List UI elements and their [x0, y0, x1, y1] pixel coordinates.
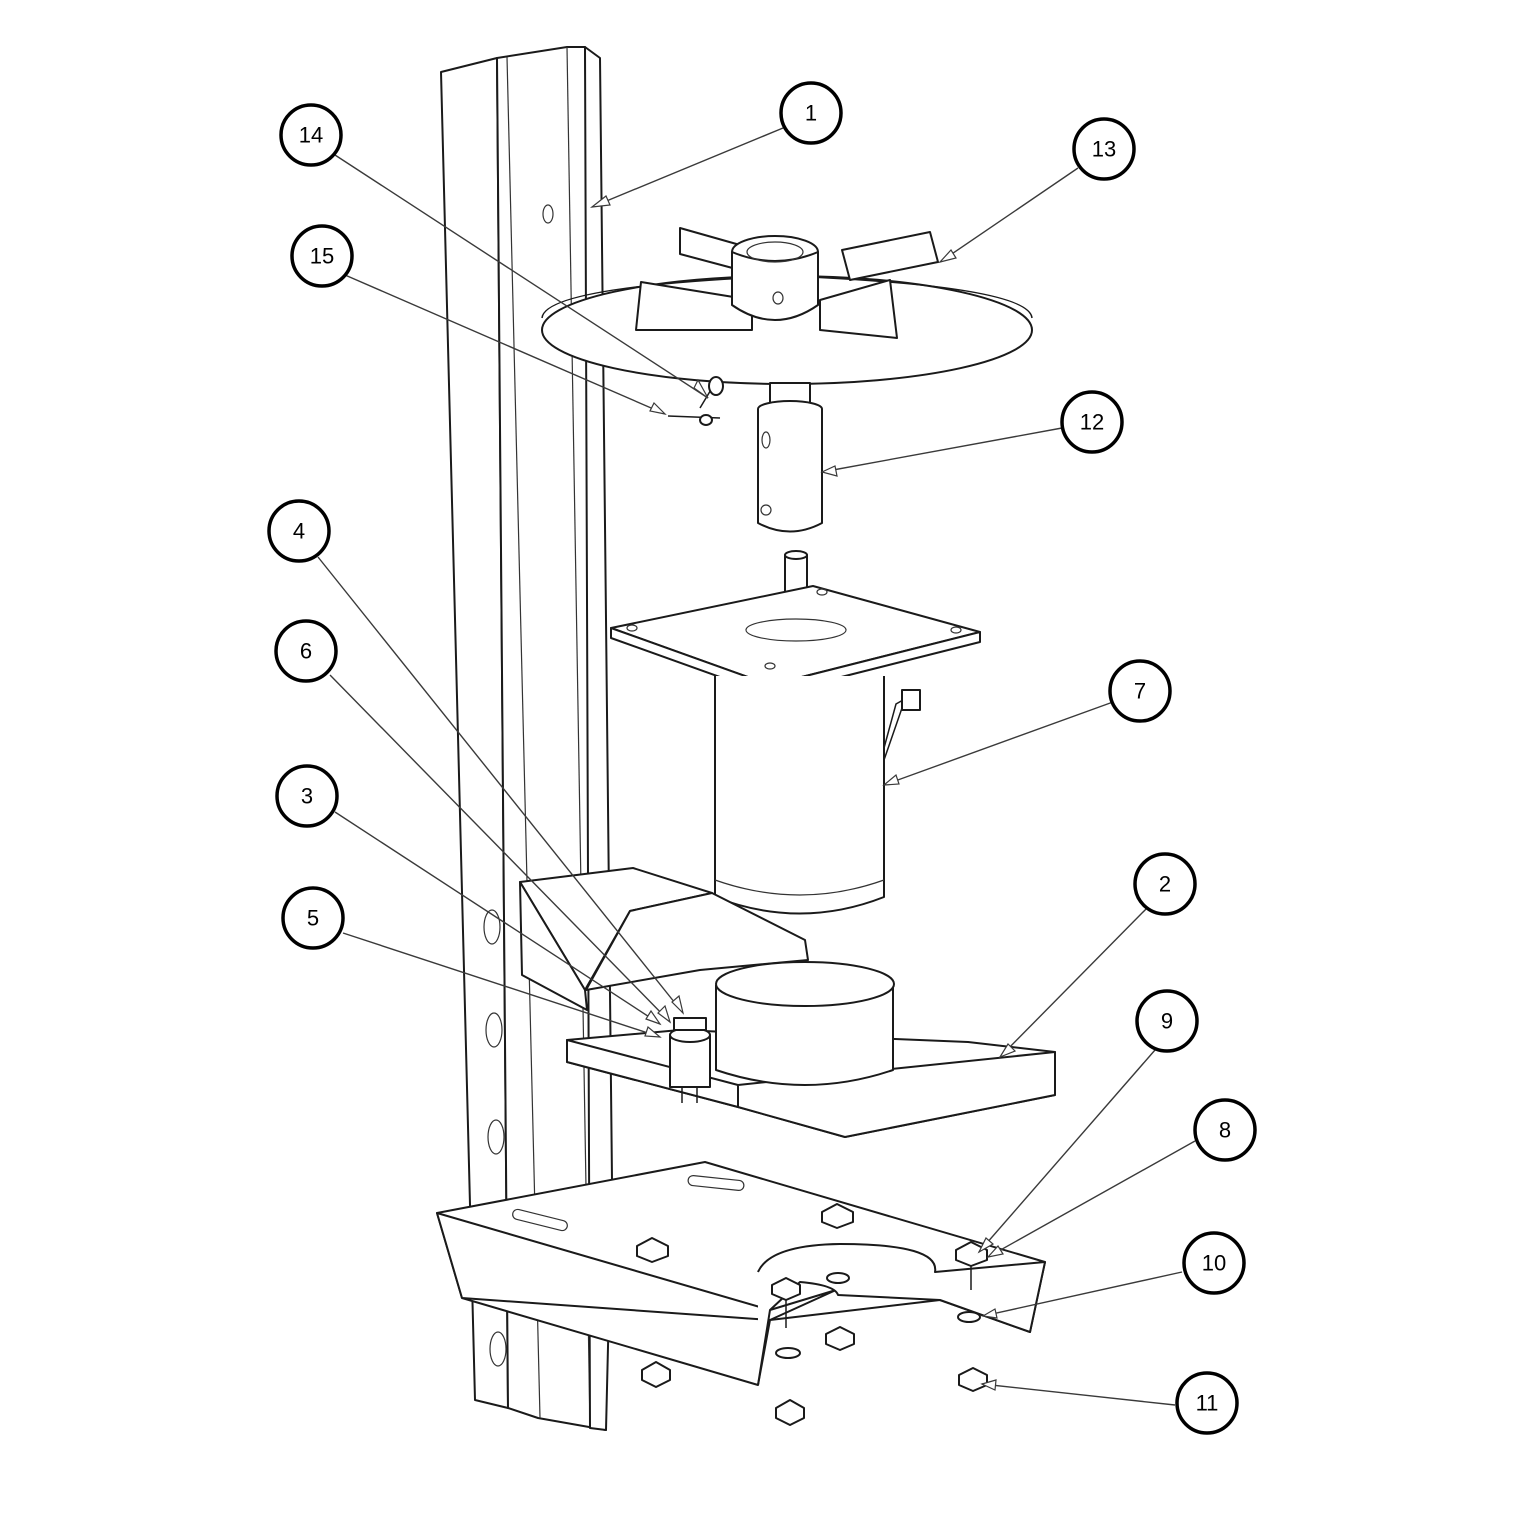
- callout-5-label: 5: [307, 906, 319, 931]
- callout-6-label: 6: [300, 639, 312, 664]
- callout-9-label: 9: [1161, 1009, 1173, 1034]
- callout-4-label: 4: [293, 519, 305, 544]
- callout-8: 8: [1193, 1098, 1257, 1162]
- spinner-disc: [541, 227, 1033, 385]
- vertical-post: [440, 46, 613, 1431]
- callout-13-label: 13: [1092, 137, 1116, 162]
- callout-9: 9: [1135, 989, 1199, 1053]
- callout-14-label: 14: [299, 123, 323, 148]
- callout-11: 11: [1175, 1371, 1239, 1435]
- callout-3-label: 3: [301, 784, 313, 809]
- hitch-pin: [699, 376, 724, 409]
- shaft-coupler: [757, 382, 823, 533]
- callout-1: 1: [779, 81, 843, 145]
- callout-12: 12: [1060, 390, 1124, 454]
- callout-10-label: 10: [1202, 1251, 1226, 1276]
- callout-14: 14: [279, 103, 343, 167]
- callout-3: 3: [275, 764, 339, 828]
- callout-7: 7: [1108, 659, 1172, 723]
- clip-pin: [667, 414, 721, 426]
- callout-12-label: 12: [1080, 410, 1104, 435]
- callout-1-label: 1: [805, 101, 817, 126]
- callout-6: 6: [274, 619, 338, 683]
- callout-5: 5: [281, 886, 345, 950]
- callout-2-label: 2: [1159, 872, 1171, 897]
- callout-11-label: 11: [1196, 1391, 1219, 1416]
- leader-lines: [317, 127, 1196, 1406]
- motor: [610, 550, 981, 915]
- callout-4: 4: [267, 499, 331, 563]
- callout-10: 10: [1182, 1231, 1246, 1295]
- base-plate: [436, 1161, 1046, 1426]
- callout-2: 2: [1133, 852, 1197, 916]
- callout-13: 13: [1072, 117, 1136, 181]
- callout-7-label: 7: [1134, 679, 1146, 704]
- callout-15-label: 15: [310, 244, 334, 269]
- callout-15: 15: [290, 224, 354, 288]
- callout-8-label: 8: [1219, 1118, 1231, 1143]
